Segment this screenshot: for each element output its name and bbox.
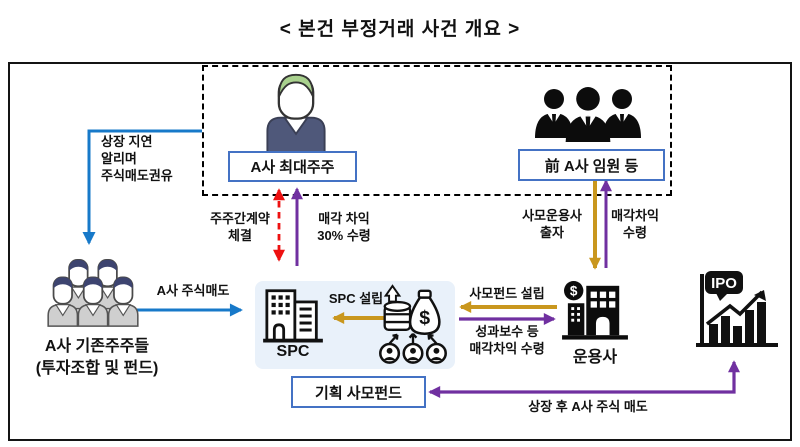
former-executives-icon	[535, 87, 641, 142]
largest-shareholder-icon	[266, 73, 326, 152]
solicit-sale-text: 상장 지연 알리며 주식매도권유	[101, 134, 173, 183]
manager-building-icon: $	[562, 280, 628, 340]
diagram-title: < 본건 부정거래 사건 개요 >	[279, 19, 521, 40]
manager-dollar-sign: $	[570, 284, 578, 299]
existing-shareholders-name: A사 기존주주들	[44, 338, 150, 355]
largest-shareholder-label: A사 최대주주	[228, 151, 357, 182]
existing-shareholders-sub: (투자조합 및 펀드)	[35, 360, 159, 377]
spc-setup-text: SPC 설립	[328, 291, 384, 306]
manager-name: 운용사	[572, 349, 618, 366]
sell-shares-text: A사 주식매도	[156, 283, 230, 298]
fund-moneybag-icon: $	[379, 284, 447, 364]
ipo-chart-icon: IPO	[696, 271, 778, 347]
former-executives-label: 前 A사 임원 등	[518, 149, 665, 181]
manager-profit-text: 매각차익 수령	[611, 208, 659, 240]
ipo-label: IPO	[711, 275, 737, 292]
spc-name: SPC	[276, 343, 310, 360]
ipo-speech-bubble: IPO	[705, 271, 743, 301]
planned-fund-label: 기획 사모펀드	[291, 376, 426, 408]
shareholder-contract-text: 주주간계약 체결	[210, 211, 270, 243]
manager-investment-text: 사모운용사 출자	[522, 208, 582, 240]
conspirators-dashed-box	[202, 65, 672, 196]
existing-shareholders-icon	[47, 259, 139, 328]
spc-building-icon	[263, 289, 323, 343]
fees-profit-text: 성과보수 등 매각차익 수령	[469, 324, 545, 356]
profit-30-text: 매각 차익 30% 수령	[317, 211, 371, 243]
sell-after-ipo-text: 상장 후 A사 주식 매도	[528, 399, 648, 414]
fund-setup-text: 사모펀드 설립	[469, 286, 545, 301]
moneybag-dollar-sign: $	[419, 307, 430, 329]
